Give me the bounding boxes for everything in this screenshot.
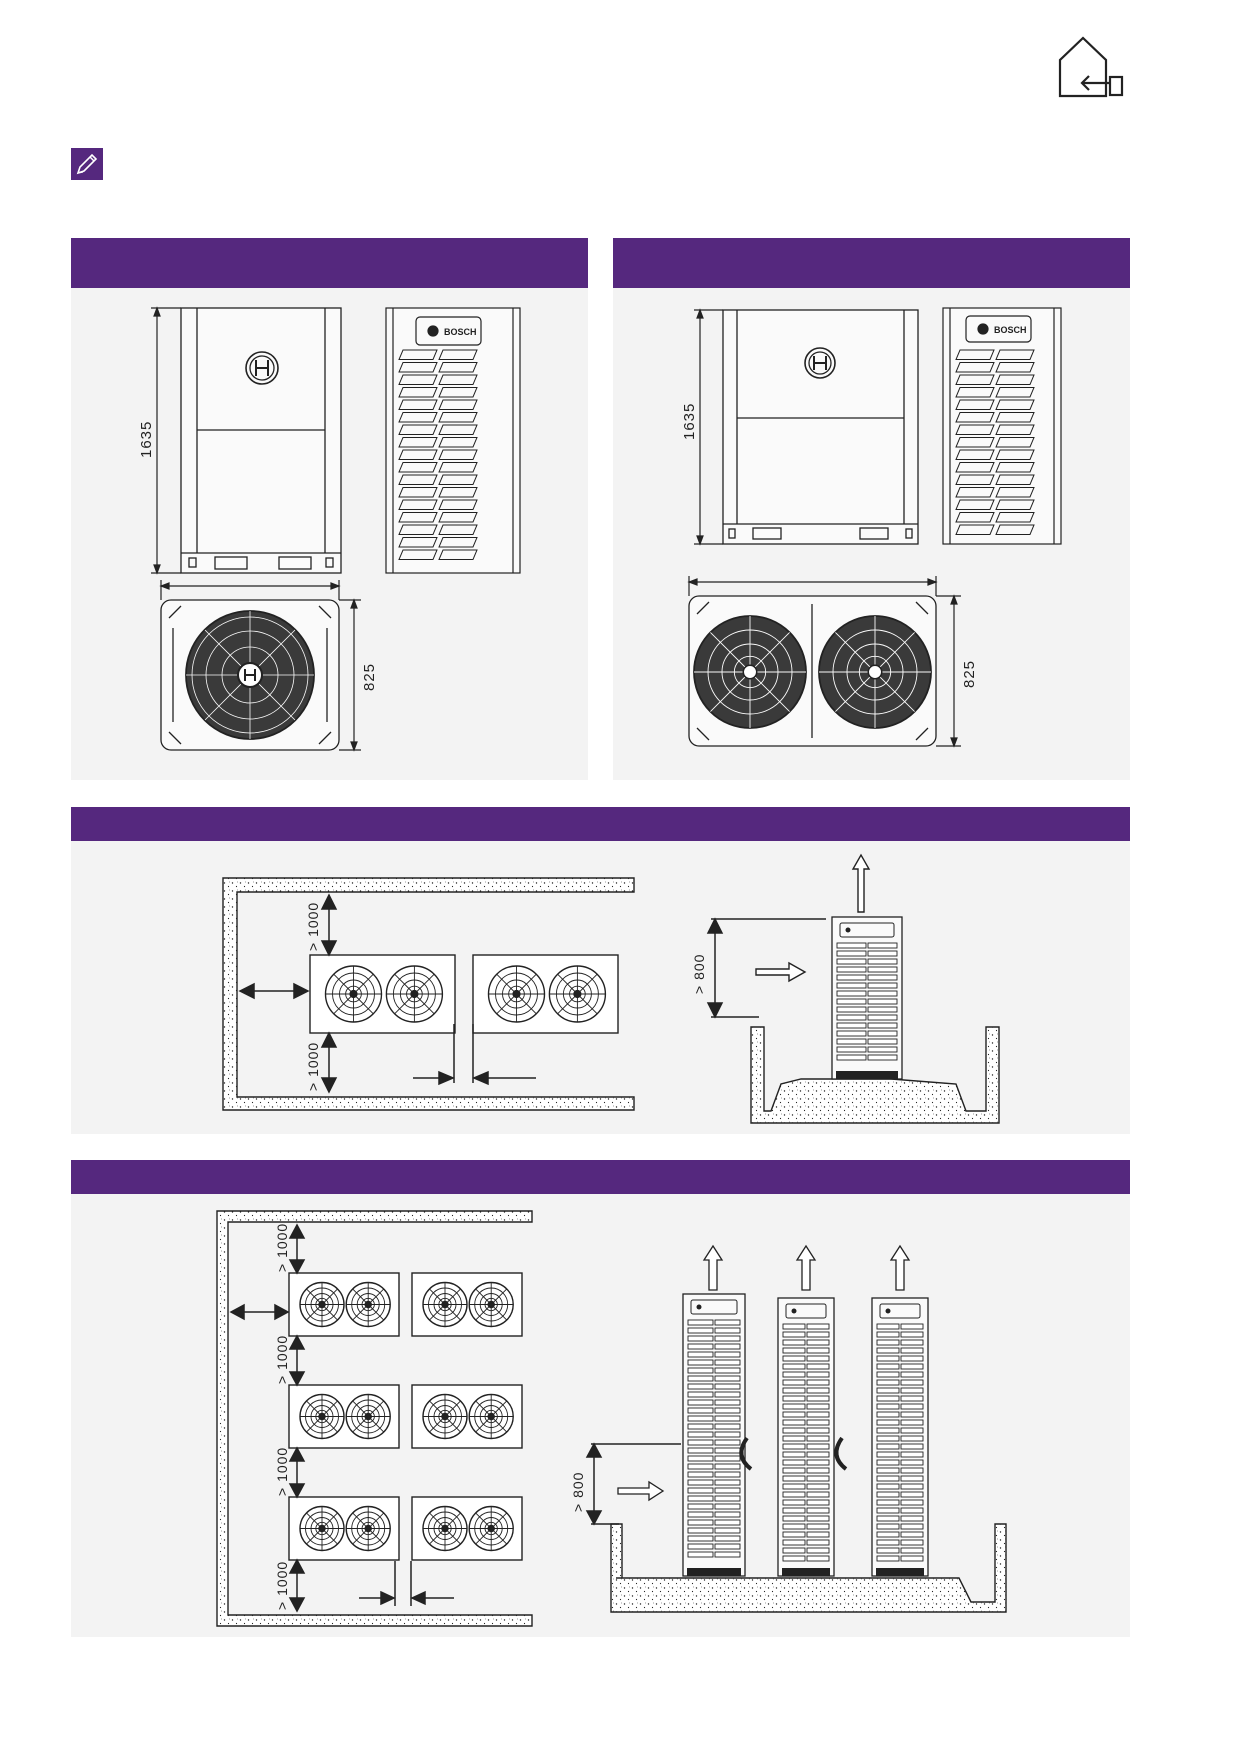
airflow-up-arrow [851,853,871,913]
single-fan-front-view [180,307,342,574]
double-fan-height-label: 1635 [681,403,698,440]
double-fan-depth-dimension [936,594,961,748]
clearance-multi-4-label: > 1000 [274,1561,290,1610]
clearance-top-label: > 1000 [305,902,321,951]
section-header-single-fan [71,238,588,288]
single-fan-width-dimension [159,580,341,600]
wall-outline-multi [216,1210,533,1627]
single-fan-depth-dimension [339,598,361,752]
single-fan-depth-label: 825 [361,663,378,691]
single-fan-height-label: 1635 [138,421,155,458]
airflow-in-arrow-multi [617,1480,665,1502]
single-fan-height-dimension [151,306,181,575]
single-fan-drawing: 1635 BOSCH 825 [138,306,521,752]
double-fan-louvers [955,349,1035,535]
elevation-arrows [706,917,826,1019]
clearance-bottom-label: > 1000 [305,1042,321,1091]
elevation-arrows-multi [585,1442,681,1526]
clearance-800-label: > 800 [691,954,707,994]
single-fan-brand: BOSCH [444,327,477,337]
double-fan-front-view [722,309,919,545]
double-fan-width-dimension [687,576,938,596]
double-fan-brand: BOSCH [994,325,1027,335]
single-fan-top-view [160,599,340,751]
double-fan-top-fans [693,615,932,729]
panel-multi-row [71,1194,1130,1637]
single-row-drawing: > 1000 > 1000 > 800 [222,853,1000,1124]
airflow-curve-1 [739,1436,753,1471]
elevation-units-multi [682,1244,929,1577]
pencil-icon [71,148,103,180]
single-fan-louvers [398,349,478,560]
clearance-multi-1-label: > 1000 [274,1223,290,1272]
elevation-pit-multi [610,1523,1007,1613]
clearance-800-multi-label: > 800 [570,1472,586,1512]
outdoor-units-row [309,954,619,1034]
clearance-arrows [238,893,536,1094]
airflow-curve-2 [834,1436,848,1471]
double-fan-drawing: 1635 BOSCH 825 [681,307,1062,748]
clearance-arrows-multi [229,1223,454,1613]
elevation-unit [831,916,903,1080]
clearance-multi-2-label: > 1000 [274,1335,290,1384]
wall-outline [222,877,635,1111]
section-header-double-fan [613,238,1130,288]
house-exit-icon [1058,36,1124,98]
clearance-multi-3-label: > 1000 [274,1447,290,1496]
multi-row-drawing: > 1000 > 1000 > 1000 > 1000 > 800 [216,1210,1007,1627]
elevation-pit [750,1026,1000,1124]
airflow-in-arrow [755,961,807,983]
section-header-single-row [71,807,1130,841]
double-fan-depth-label: 825 [961,660,978,688]
outdoor-units-grid [288,1272,523,1561]
double-fan-height-dimension [694,308,723,546]
section-header-multi-row [71,1160,1130,1194]
